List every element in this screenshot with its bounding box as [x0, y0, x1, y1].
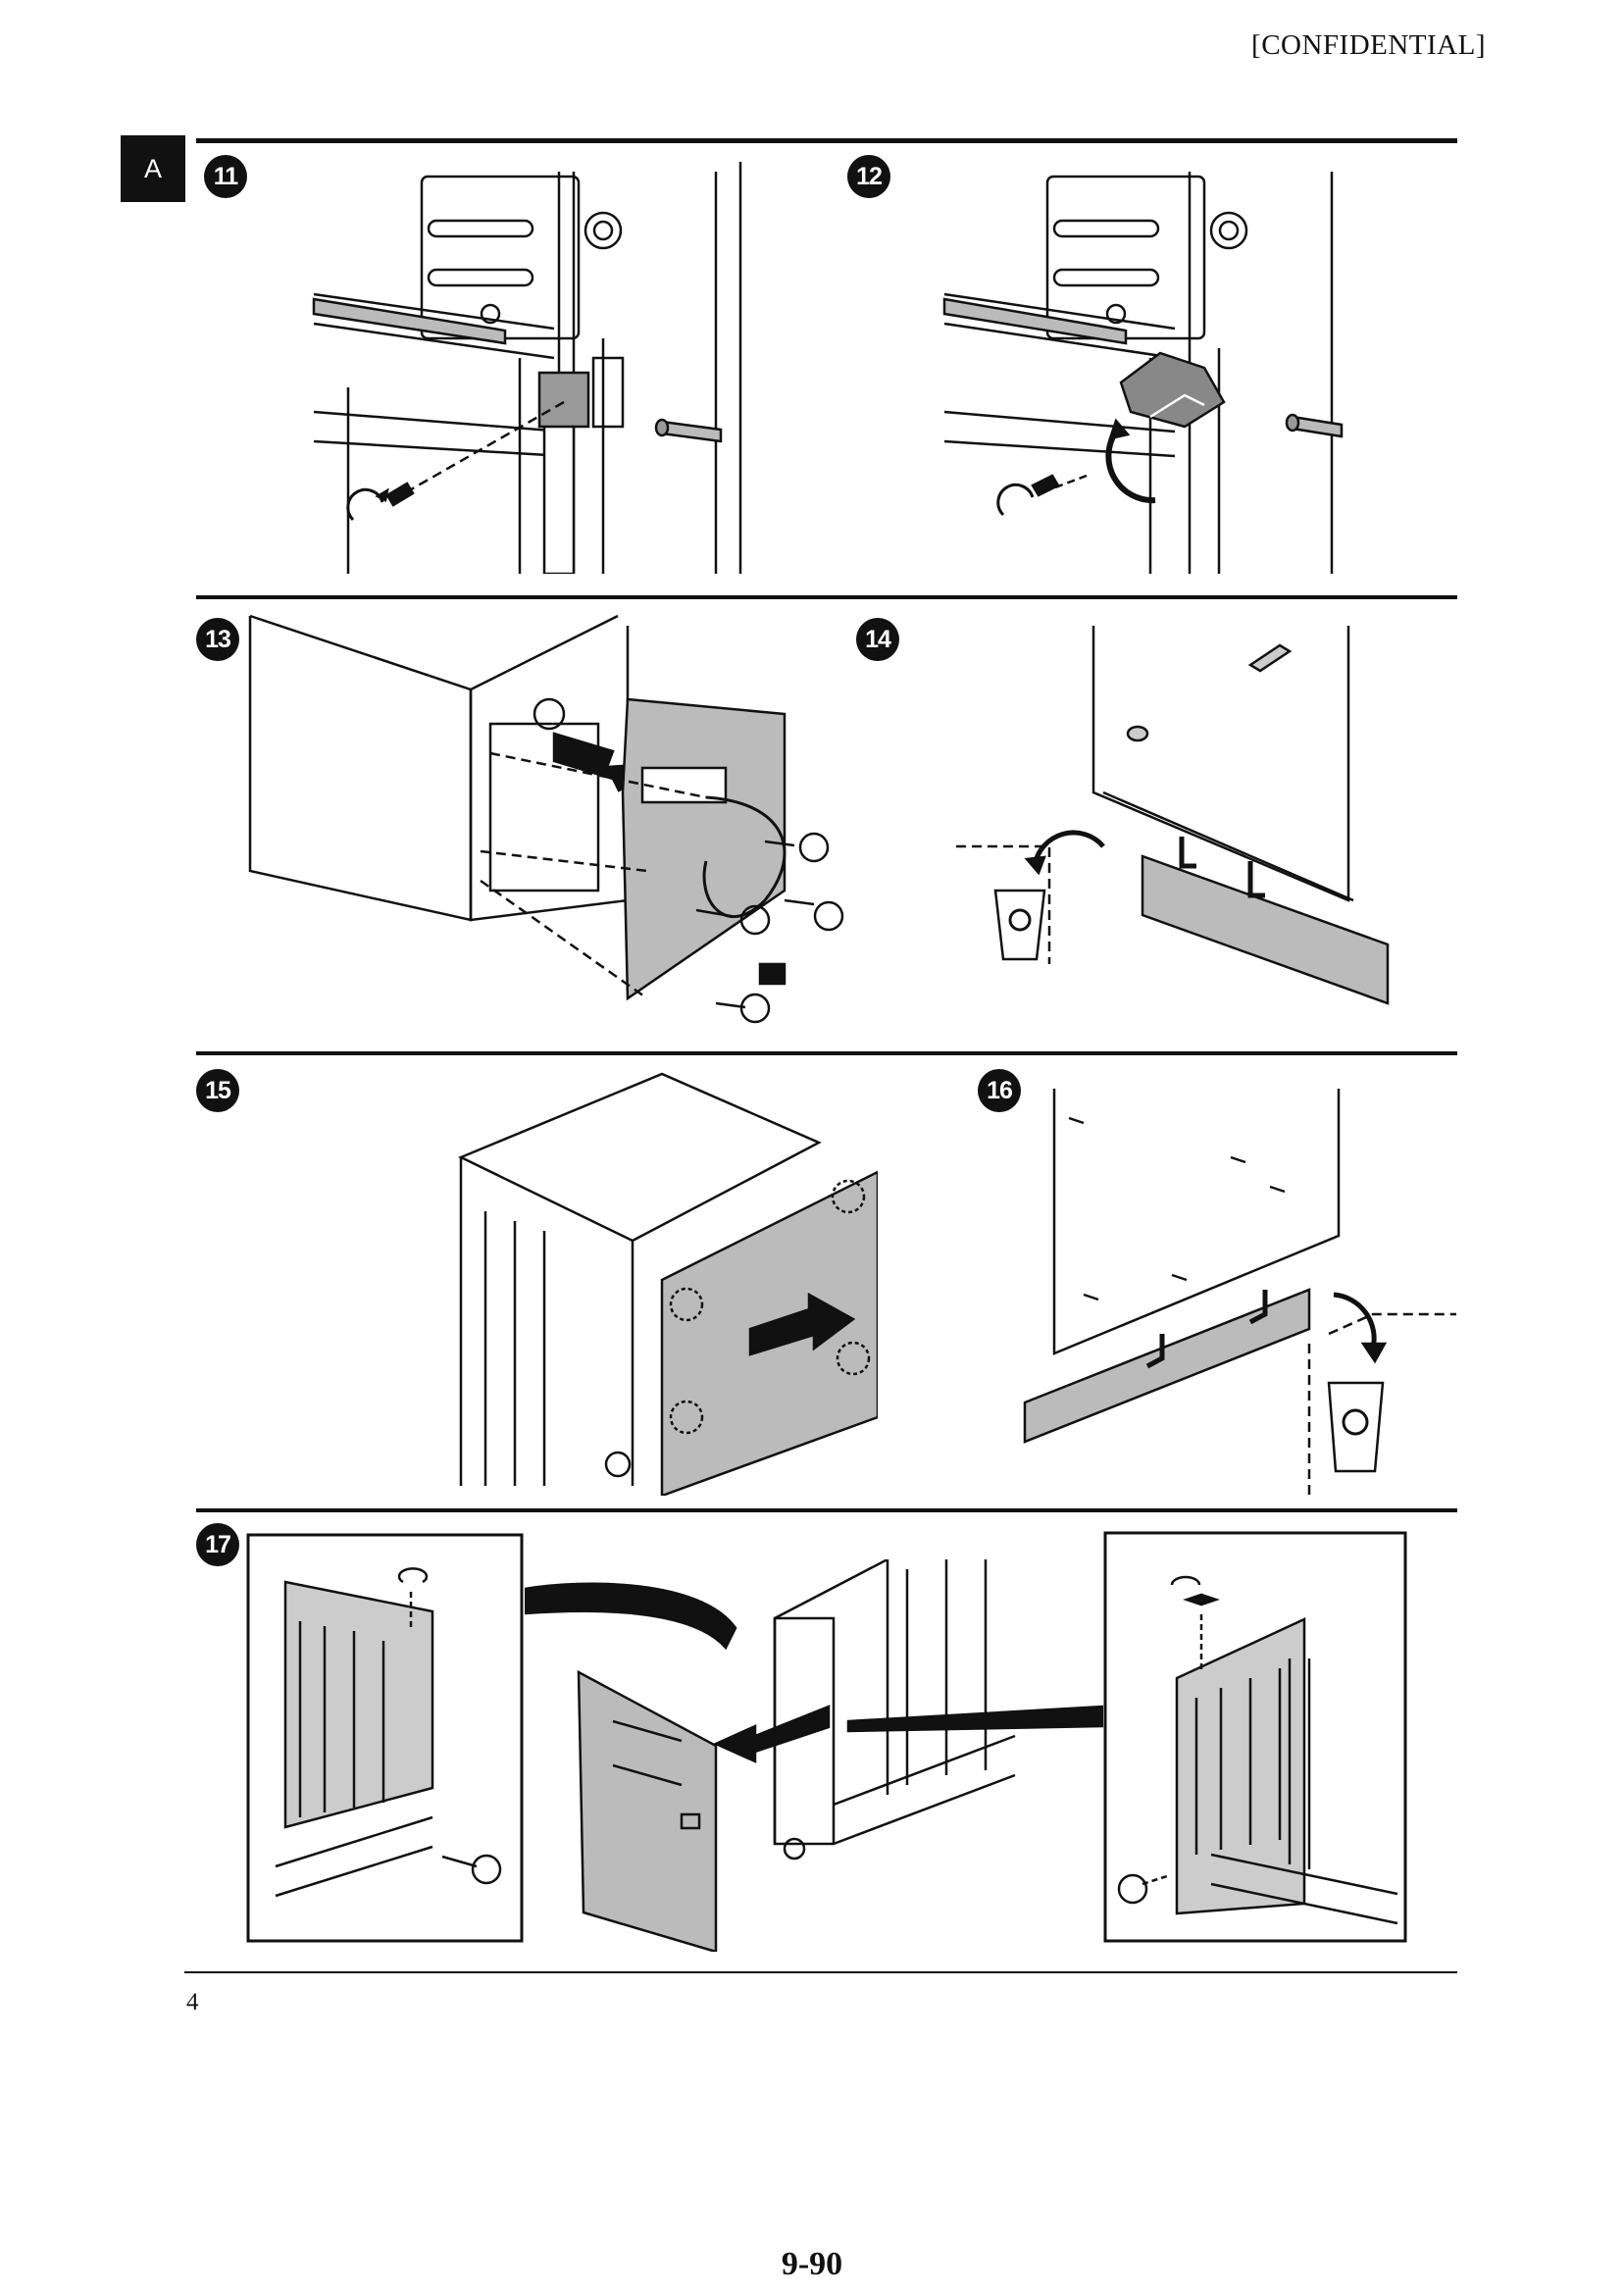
divider-rule — [196, 1051, 1457, 1055]
top-rule — [196, 138, 1457, 143]
step-number-12: 12 — [847, 155, 890, 198]
footnote-number: 4 — [186, 1989, 199, 2015]
step-17-inset-right — [1103, 1531, 1407, 1943]
step-number-11: 11 — [204, 155, 247, 198]
step-12-illustration — [939, 162, 1359, 574]
step-number-14: 14 — [856, 618, 899, 661]
step-17-main-illustration — [525, 1559, 1103, 1952]
step-11-illustration — [309, 162, 775, 574]
step-15-illustration — [456, 1064, 878, 1496]
step-14-illustration — [956, 606, 1427, 1038]
step-17-inset-left — [246, 1533, 524, 1943]
step-16-illustration — [1015, 1069, 1456, 1501]
confidential-label: [CONFIDENTIAL] — [1251, 29, 1486, 61]
divider-rule — [196, 595, 1457, 599]
step-number-17: 17 — [196, 1523, 239, 1566]
step-number-16: 16 — [978, 1069, 1021, 1112]
step-number-15: 15 — [196, 1069, 239, 1112]
divider-rule — [196, 1508, 1457, 1512]
step-number-13: 13 — [196, 618, 239, 661]
bottom-rule — [184, 1971, 1457, 1973]
section-tab: A — [121, 135, 185, 202]
page-number: 9-90 — [781, 2246, 843, 2282]
step-13-illustration — [235, 606, 883, 1038]
